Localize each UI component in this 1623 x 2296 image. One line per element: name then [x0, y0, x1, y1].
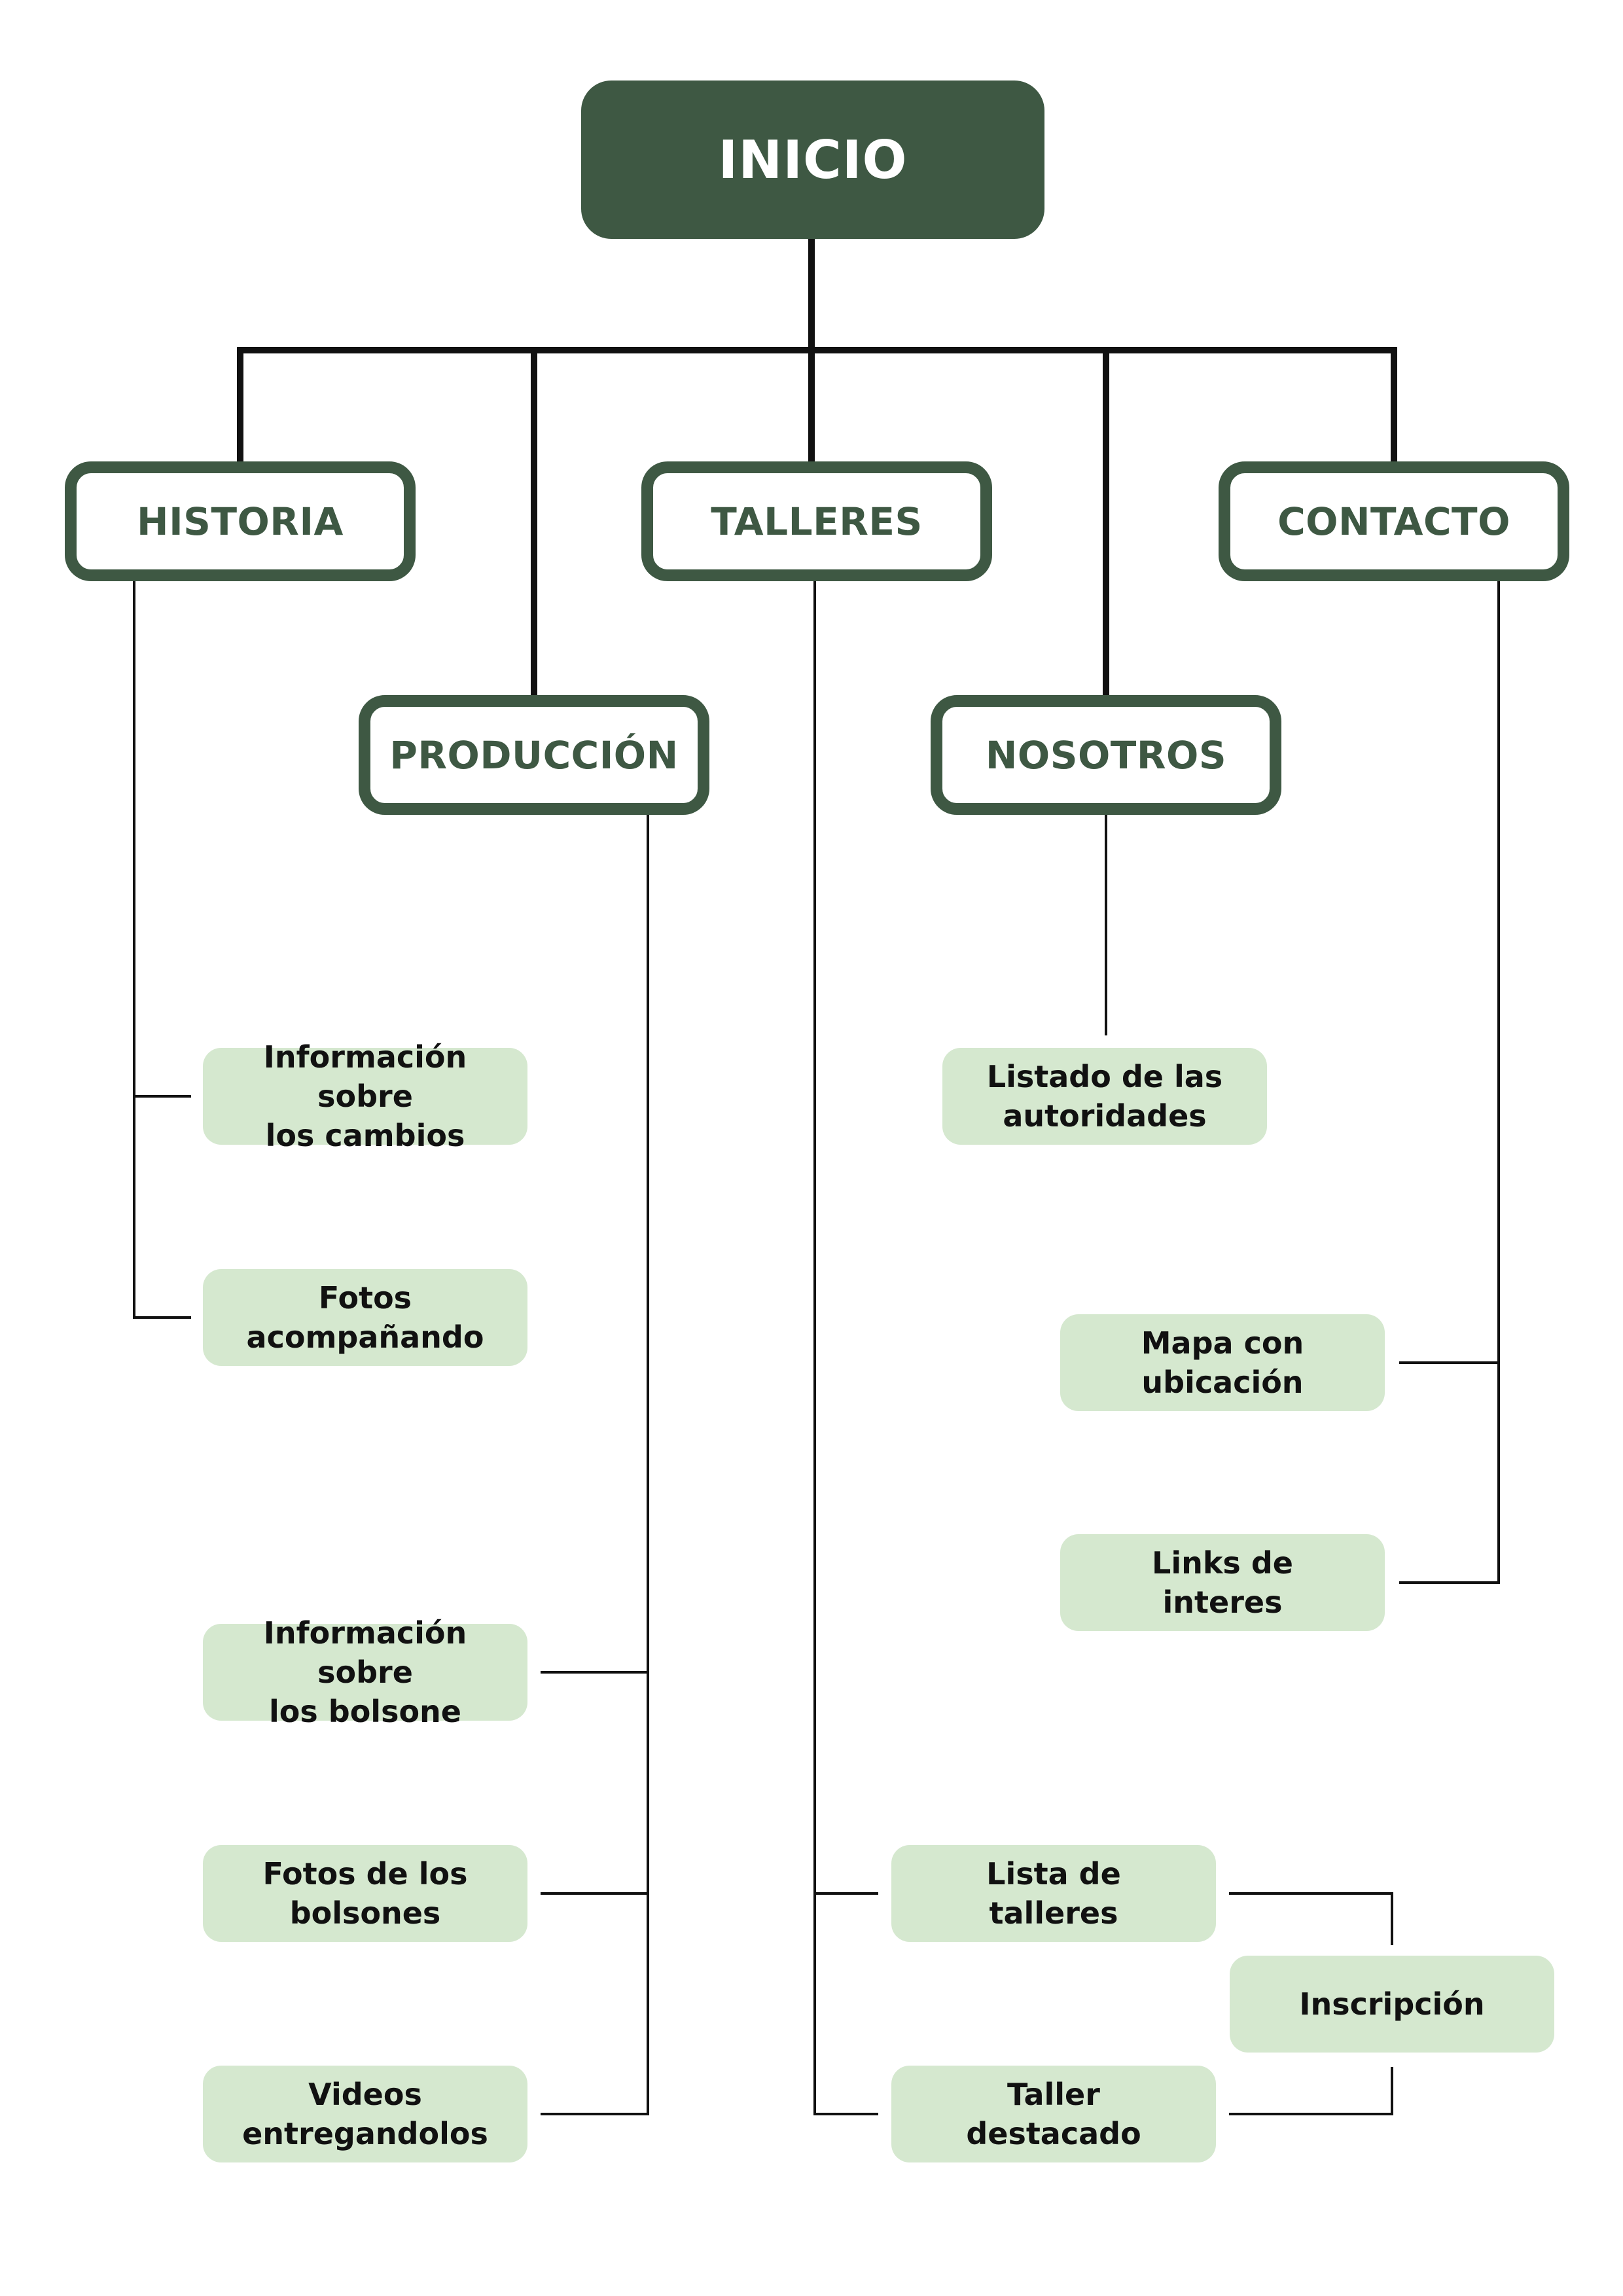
section-node-nosotros: NOSOTROS — [931, 695, 1281, 815]
root-node-inicio: INICIO — [581, 81, 1044, 239]
talleres-branch — [813, 580, 878, 2115]
leaf-node-info-bolsone: Información sobre los bolsone — [203, 1615, 527, 1729]
leaf-node-info-cambios: Información sobre los cambios — [203, 1039, 527, 1153]
destacado-to-inscripcion — [1229, 2067, 1393, 2115]
historia-branch — [133, 580, 191, 1319]
section-node-contacto: CONTACTO — [1219, 461, 1569, 581]
lista-to-inscripcion — [1229, 1892, 1393, 1945]
section-node-talleres: TALLERES — [641, 461, 992, 581]
leaf-node-lista-talleres: Lista de talleres — [891, 1845, 1216, 1942]
section-node-produccion: PRODUCCIÓN — [359, 695, 709, 815]
leaf-node-videos: Videos entregandolos — [203, 2066, 527, 2162]
leaf-connectors — [133, 580, 1500, 2115]
produccion-branch — [541, 814, 649, 2115]
leaf-node-fotos-acompanando: Fotos acompañando — [203, 1269, 527, 1366]
leaf-node-listado-autoridades: Listado de las autoridades — [942, 1048, 1267, 1145]
contacto-branch — [1399, 580, 1500, 1584]
leaf-node-mapa: Mapa con ubicación — [1060, 1314, 1385, 1411]
main-connectors — [237, 236, 1397, 698]
leaf-node-inscripcion: Inscripción — [1230, 1956, 1554, 2053]
leaf-node-links: Links de interes — [1060, 1534, 1385, 1631]
leaf-node-taller-destacado: Taller destacado — [891, 2066, 1216, 2162]
leaf-node-fotos-bolsones: Fotos de los bolsones — [203, 1845, 527, 1942]
section-node-historia: HISTORIA — [65, 461, 416, 581]
